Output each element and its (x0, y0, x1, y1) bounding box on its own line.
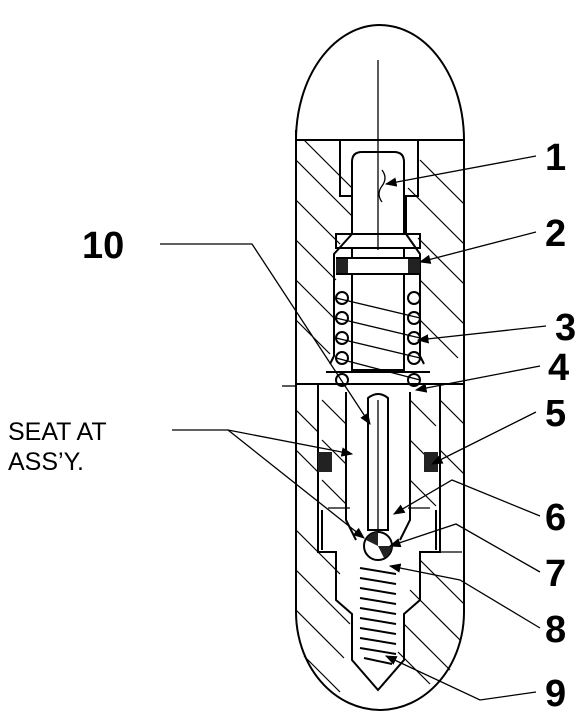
leader-9 (384, 655, 537, 701)
callout-2: 2 (545, 213, 566, 255)
leader-7 (388, 523, 541, 573)
o-ring-upper (336, 257, 420, 275)
callout-8: 8 (545, 609, 566, 651)
lower-body-hatch (295, 399, 465, 693)
inner-stem (351, 273, 405, 371)
leader-note-b (227, 429, 365, 539)
leader-8 (388, 563, 541, 629)
callout-4: 4 (548, 347, 569, 389)
leader-1 (384, 155, 537, 187)
callout-7: 7 (545, 553, 566, 595)
port-marks (282, 385, 462, 553)
leader-2 (418, 231, 537, 264)
leader-note-a (172, 429, 354, 457)
lower-spring (359, 567, 397, 665)
leader-5 (430, 411, 537, 465)
note-line-1: SEAT AT (8, 418, 107, 446)
leader-6 (392, 479, 541, 517)
upper-spring (335, 291, 421, 387)
callout-5: 5 (545, 393, 566, 435)
seat-housing (317, 384, 441, 692)
plunger-pin (351, 151, 405, 234)
upper-body-hatch-right (407, 159, 465, 359)
callout-10: 10 (82, 225, 124, 267)
leader-4 (414, 365, 541, 393)
outer-capsule (295, 24, 465, 711)
callout-1: 1 (545, 137, 566, 179)
insert-hatch (321, 399, 437, 507)
leader-10 (160, 243, 371, 425)
leader-3 (416, 325, 547, 344)
callout-9: 9 (545, 673, 566, 715)
callout-3: 3 (555, 307, 576, 349)
note-line-2: ASS’Y. (8, 448, 84, 476)
callout-6: 6 (545, 497, 566, 539)
upper-bore (329, 140, 425, 365)
needle-pin (367, 393, 389, 531)
